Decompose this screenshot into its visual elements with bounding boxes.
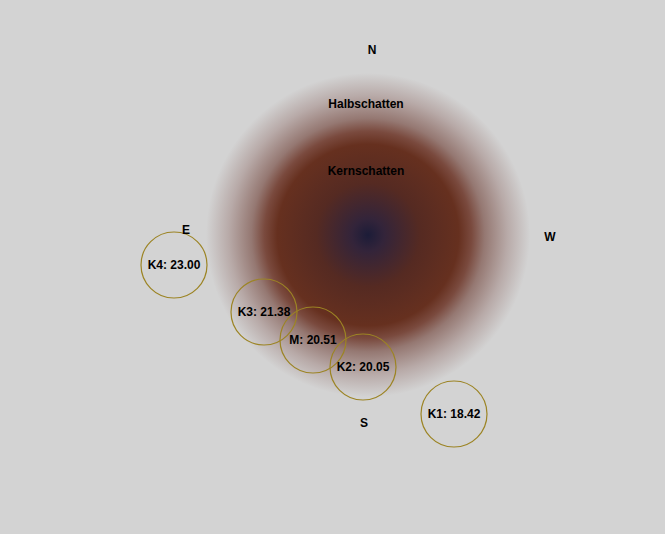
moon-position-circle: K2: 20.05 xyxy=(329,333,397,401)
moon-position-circle: K4: 23.00 xyxy=(140,231,208,299)
compass-east: E xyxy=(182,223,190,237)
compass-west: W xyxy=(544,230,555,244)
compass-north: N xyxy=(368,43,377,57)
position-time: M: 20.51 xyxy=(289,333,336,347)
position-time: K2: 20.05 xyxy=(337,360,390,374)
umbra-label: Kernschatten xyxy=(328,164,405,178)
earth-shadow xyxy=(206,73,530,397)
compass-south: S xyxy=(360,416,368,430)
position-time: K3: 21.38 xyxy=(238,305,291,319)
moon-position-circle: K3: 21.38 xyxy=(230,278,298,346)
moon-position-circle: K1: 18.42 xyxy=(420,380,488,448)
position-time: K1: 18.42 xyxy=(428,407,481,421)
position-time: K4: 23.00 xyxy=(148,258,201,272)
penumbra-label: Halbschatten xyxy=(328,97,403,111)
